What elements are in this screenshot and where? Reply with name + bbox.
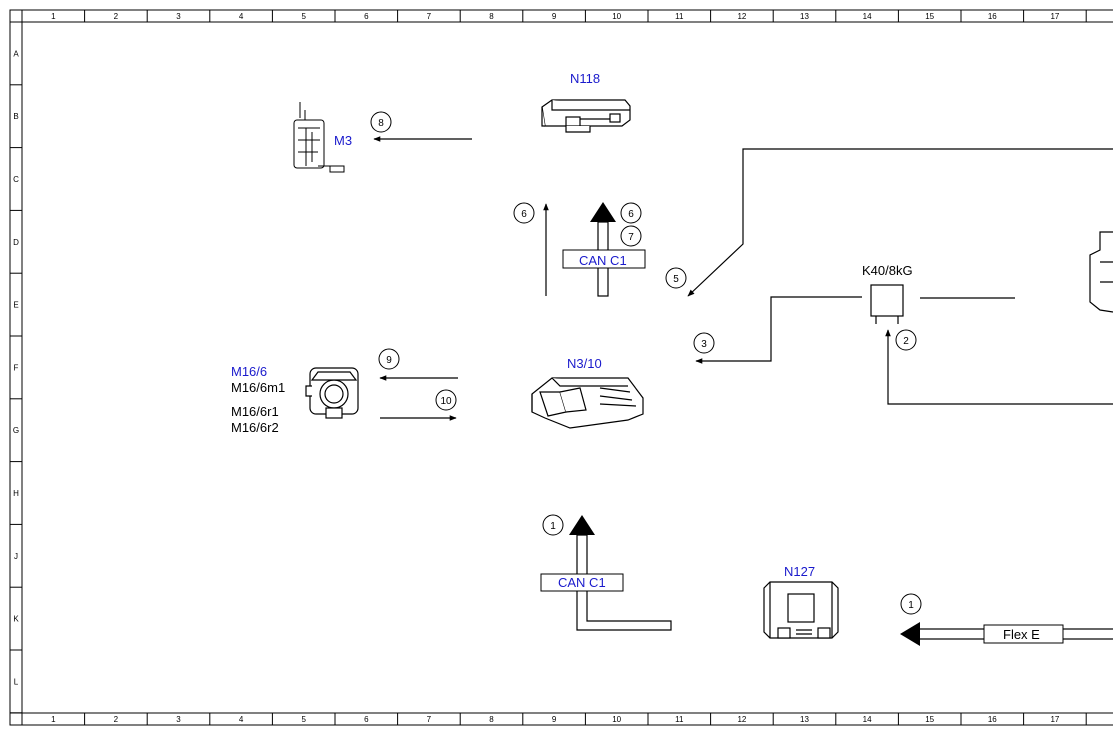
column-number: 10 (612, 715, 621, 724)
signal-number: 8 (378, 118, 384, 129)
can-c1-lower-label: CAN C1 (558, 575, 606, 590)
signal-lines (373, 136, 1113, 421)
n118-label: N118 (570, 71, 600, 86)
signal-number: 7 (628, 232, 634, 243)
column-number: 3 (176, 12, 181, 21)
column-number: 8 (489, 715, 494, 724)
row-letter: L (14, 677, 19, 686)
n127-label: N127 (784, 564, 815, 579)
signal-number: 6 (521, 209, 527, 220)
m3-label: M3 (334, 133, 352, 148)
column-number: 6 (364, 12, 369, 21)
m16-6-label: M16/6 (231, 364, 267, 379)
column-number: 6 (364, 715, 369, 724)
m16-6r2-label: M16/6r2 (231, 420, 279, 435)
signal-bubble-7: 7 (620, 225, 642, 247)
column-number: 11 (675, 715, 684, 724)
signal-bubble-2: 2 (895, 329, 917, 351)
can-c1-lower-bus (540, 515, 672, 631)
column-number: 1 (51, 715, 56, 724)
m16-6m1-label: M16/6m1 (231, 380, 285, 395)
column-number: 16 (988, 12, 997, 21)
column-number: 4 (239, 12, 244, 21)
column-number: 7 (427, 715, 432, 724)
n3-10-ecu-icon (531, 377, 644, 429)
relay-icon (870, 284, 904, 324)
can-c1-upper-bus (562, 202, 646, 297)
column-number: 3 (176, 715, 181, 724)
column-number: 14 (863, 12, 872, 21)
row-letter: K (13, 615, 19, 624)
column-number: 9 (552, 12, 557, 21)
throttle-actuator-icon (305, 367, 359, 419)
column-number: 15 (925, 715, 934, 724)
column-number: 17 (1050, 715, 1059, 724)
column-number: 14 (863, 715, 872, 724)
column-number: 1 (51, 12, 56, 21)
column-number: 15 (925, 12, 934, 21)
signal-bubble-5: 5 (665, 267, 687, 289)
signal-number: 5 (673, 274, 679, 285)
signal-number: 9 (386, 355, 392, 366)
column-number: 2 (114, 715, 119, 724)
column-number: 4 (239, 715, 244, 724)
k40-8kg-label: K40/8kG (862, 263, 913, 278)
signal-bubble-6-right: 6 (620, 202, 642, 224)
signal-bubble-1-lower: 1 (542, 514, 564, 536)
flex-e-bus (900, 622, 1113, 646)
row-letter: D (13, 238, 19, 247)
signal-bubble-10: 10 (435, 389, 457, 411)
row-letter: C (13, 175, 19, 184)
signal-number: 1 (550, 521, 556, 532)
signal-number: 1 (908, 600, 914, 611)
row-letter: H (13, 489, 19, 498)
row-letter: E (13, 301, 18, 310)
row-ruler-left: A B C D E F G H J K L (10, 49, 22, 714)
n3-10-label: N3/10 (567, 356, 602, 371)
fuel-pump-icon (293, 102, 345, 173)
column-number: 8 (489, 12, 494, 21)
column-number: 13 (800, 715, 809, 724)
row-letter: J (14, 552, 18, 561)
row-letter: B (13, 112, 18, 121)
row-letter: G (13, 426, 19, 435)
column-number: 12 (737, 12, 746, 21)
partial-component-icon (1089, 231, 1113, 313)
signal-number: 6 (628, 209, 634, 220)
column-number: 7 (427, 12, 432, 21)
signal-bubble-9: 9 (378, 348, 400, 370)
signal-bubble-6-left: 6 (513, 202, 535, 224)
column-number: 5 (301, 715, 306, 724)
border-frame (9, 9, 1113, 726)
column-number: 10 (612, 12, 621, 21)
column-number: 17 (1050, 12, 1059, 21)
column-number: 9 (552, 715, 557, 724)
row-letter: F (14, 363, 19, 372)
column-number: 2 (114, 12, 119, 21)
n127-module-icon (763, 581, 839, 639)
m16-6r1-label: M16/6r1 (231, 404, 279, 419)
row-letter: A (13, 49, 19, 58)
column-number: 5 (301, 12, 306, 21)
flex-e-label: Flex E (1003, 627, 1040, 642)
signal-number: 10 (440, 396, 452, 407)
column-number: 16 (988, 715, 997, 724)
n118-module-icon (541, 99, 631, 133)
column-number: 12 (737, 715, 746, 724)
can-c1-upper-label: CAN C1 (579, 253, 627, 268)
column-number: 11 (675, 12, 684, 21)
signal-bubble-3: 3 (693, 332, 715, 354)
signal-bubble-8: 8 (370, 111, 392, 133)
signal-bubble-1-right: 1 (900, 593, 922, 615)
column-number: 13 (800, 12, 809, 21)
signal-number: 3 (701, 339, 707, 350)
signal-number: 2 (903, 336, 909, 347)
